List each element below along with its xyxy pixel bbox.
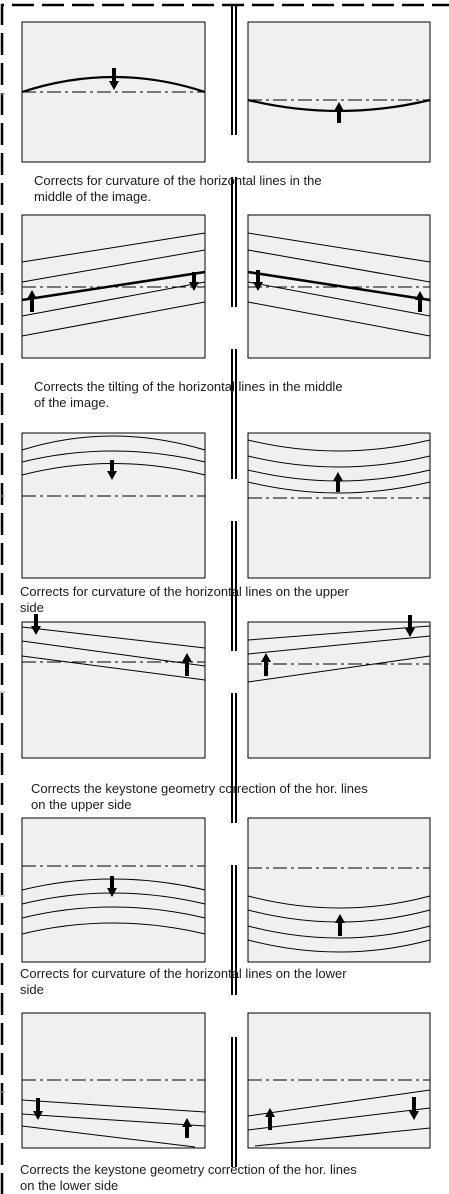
lower-keystone-left-arrow-down-head: [33, 1111, 43, 1120]
lower-curvature-right-arrow-up-head: [335, 914, 345, 923]
lower-curvature-right-panel: [247, 817, 431, 963]
lower-curvature-left-curve: [21, 906, 206, 919]
middle-tilt-right-line: [247, 281, 431, 317]
upper-keystone-left-panel: [21, 621, 206, 759]
upper-curvature-left-curve: [21, 435, 206, 451]
upper-keystone-right-line: [247, 625, 431, 641]
caption-middle-curvature: Corrects for curvature of the horizontal…: [34, 173, 322, 204]
upper-keystone-right-line: [247, 655, 431, 683]
lower-keystone-left-line: [21, 1125, 196, 1148]
middle-tilt-right-line: [247, 301, 431, 337]
lower-curvature-left-arrow-down-head: [107, 888, 117, 897]
middle-tilt-left-bold-line: [21, 270, 206, 302]
lower-keystone-right-arrow-up-head: [265, 1108, 275, 1117]
caption-lower-curvature: Corrects for curvature of the horizontal…: [20, 966, 347, 997]
upper-curvature-right-curve: [247, 481, 431, 494]
lower-keystone-right-arrow-down-head: [409, 1111, 419, 1120]
upper-keystone-left-line: [21, 640, 206, 667]
caption-upper-keystone: Corrects the keystone geometry correctio…: [31, 781, 368, 812]
upper-curvature-right-arrow-up-head: [333, 472, 343, 481]
lower-keystone-right-line: [247, 1107, 431, 1131]
lower-curvature-left-curve: [21, 922, 206, 935]
lower-keystone-left-line: [21, 1113, 206, 1127]
middle-tilt-left-line: [21, 301, 206, 337]
middle-curvature-right-arrow-up-head: [334, 102, 344, 111]
upper-keystone-right-line: [247, 635, 431, 655]
upper-curvature-left-panel: [21, 432, 206, 579]
upper-keystone-left-line: [21, 655, 206, 681]
lower-keystone-left-line: [21, 1099, 206, 1113]
lower-curvature-right-curve: [247, 925, 431, 939]
lower-curvature-right-curve: [247, 939, 431, 953]
middle-tilt-left-arrow-down-head: [189, 282, 199, 291]
upper-keystone-right-arrow-up-head: [261, 653, 271, 662]
upper-curvature-right-panel: [247, 432, 431, 579]
upper-keystone-right-panel: [247, 621, 431, 759]
upper-keystone-left-arrow-down-head: [31, 626, 41, 635]
middle-tilt-right-line: [247, 232, 431, 263]
lower-keystone-right-line: [254, 1127, 431, 1147]
upper-curvature-right-curve: [247, 455, 431, 468]
middle-tilt-left-line: [21, 281, 206, 317]
upper-keystone-left-arrow-up-head: [182, 653, 192, 662]
caption-middle-tilt: Corrects the tilting of the horizontal l…: [34, 379, 343, 410]
lower-keystone-left-arrow-up-head: [182, 1118, 192, 1127]
middle-tilt-right-arrow-down-head: [253, 282, 263, 291]
outer-frame-dashed-line: [0, 3, 449, 1194]
upper-keystone-left-line: [21, 626, 206, 649]
middle-tilt-right-arrow-up-head: [415, 291, 425, 300]
middle-tilt-left-arrow-up-head: [27, 290, 37, 299]
middle-tilt-left-line: [21, 232, 206, 263]
upper-keystone-right-arrow-down-head: [405, 628, 415, 637]
lower-curvature-right-curve: [247, 895, 431, 909]
middle-curvature-right-panel: [247, 21, 431, 163]
upper-curvature-left-arrow-down-head: [107, 471, 117, 480]
caption-upper-curvature: Corrects for curvature of the horizontal…: [20, 584, 349, 615]
middle-tilt-right-line: [247, 249, 431, 283]
upper-curvature-right-curve: [247, 439, 431, 452]
middle-curvature-left-arrow-down-head: [109, 81, 119, 90]
upper-curvature-left-curve: [21, 450, 206, 463]
caption-lower-keystone: Corrects the keystone geometry correctio…: [20, 1162, 357, 1193]
middle-tilt-left-line: [21, 249, 206, 283]
middle-tilt-right-bold-line: [247, 270, 431, 302]
lower-keystone-right-line: [247, 1089, 431, 1117]
